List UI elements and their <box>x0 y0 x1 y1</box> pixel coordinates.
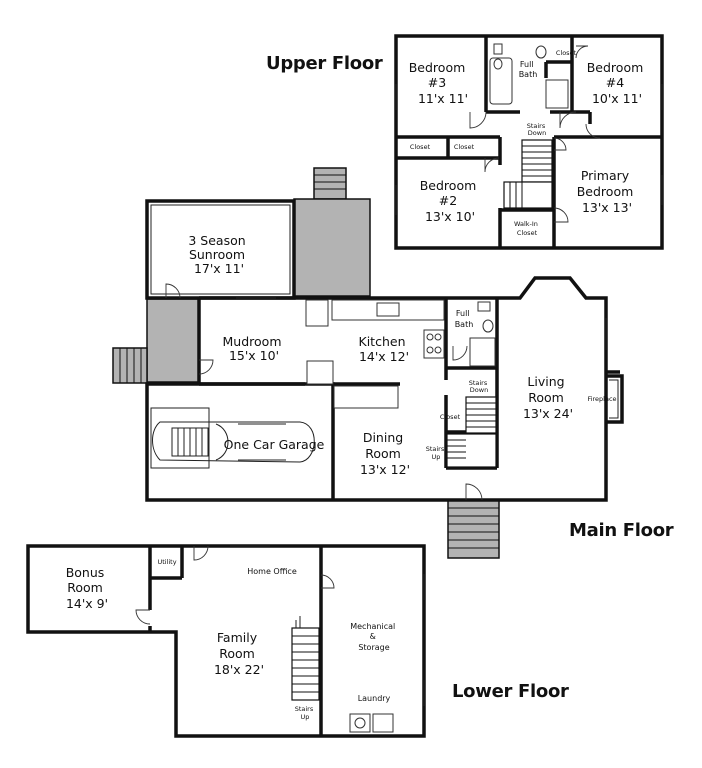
sink <box>482 319 494 333</box>
counter <box>306 360 334 385</box>
burner <box>426 333 434 341</box>
door-swing <box>165 283 181 299</box>
bathtub <box>489 57 513 105</box>
car-windshield <box>215 423 229 461</box>
room-living: Living Room 13'x 24' <box>523 374 573 421</box>
room-utility: Utility <box>157 558 176 566</box>
main-floor: Main Floor 3 Season Sunroom 17'x 11' Mud… <box>112 167 674 559</box>
door-swing <box>559 111 577 129</box>
main-stairs-down-label: Stairs Down <box>469 379 490 394</box>
room-upper-closet-top: Closet <box>556 49 577 57</box>
main-floor-outline <box>145 276 608 502</box>
room-kitchen: Kitchen 14'x 12' <box>359 334 410 364</box>
toilet <box>477 301 491 312</box>
main-stairs-up-label: Stairs Up <box>426 445 447 461</box>
upper-floor-outline <box>394 34 664 250</box>
room-bedroom-3: Bedroom #3 11'x 11' <box>409 60 470 106</box>
room-bedroom-4: Bedroom #4 10'x 11' <box>587 60 648 106</box>
toilet <box>493 43 503 55</box>
room-upper-full-bath: Full Bath <box>519 60 538 79</box>
chimney-top-steps <box>314 174 346 190</box>
lower-stairs-up-label: Stairs Up <box>295 705 316 721</box>
room-primary-bedroom: Primary Bedroom 13'x 13' <box>577 168 638 215</box>
room-dining: Dining Room 13'x 12' <box>360 430 410 477</box>
room-main-full-bath: Full Bath <box>455 309 474 329</box>
room-sunroom: 3 Season Sunroom 17'x 11' <box>188 233 249 276</box>
stairs-rail <box>295 616 301 628</box>
car-icon <box>150 407 315 469</box>
room-upper-closet-left: Closet <box>410 143 431 151</box>
deck-area <box>293 198 371 297</box>
entry-landing <box>146 298 200 383</box>
fireplace <box>606 374 624 424</box>
room-home-office: Home Office <box>247 567 297 576</box>
room-bonus: Bonus Room 14'x 9' <box>66 565 109 611</box>
shower <box>469 337 496 367</box>
main-stairs-treads <box>466 402 496 428</box>
upper-floor: Upper Floor Bedroom #3 11'x 11' Full Bat… <box>266 34 664 250</box>
door-swing <box>452 345 468 361</box>
room-family: Family Room 18'x 22' <box>214 630 264 677</box>
shower <box>545 79 569 109</box>
dryer <box>372 713 394 733</box>
door-swing <box>575 45 589 59</box>
kitchen-island <box>333 385 399 409</box>
sunroom-inner <box>150 204 291 295</box>
fridge <box>305 299 329 327</box>
fireplace-inner <box>609 379 619 419</box>
room-mechanical-storage: Mechanical & Storage <box>350 622 398 652</box>
main-stairs-lower-treads <box>447 439 466 459</box>
sink <box>535 45 547 59</box>
door-swing <box>553 207 569 223</box>
door-swing <box>320 574 335 589</box>
room-mudroom: Mudroom 15'x 10' <box>223 334 286 363</box>
chimney-top <box>313 167 347 200</box>
fireplace-label: Fireplace <box>587 395 616 403</box>
lower-floor-title: Lower Floor <box>452 681 569 702</box>
room-garage: One Car Garage <box>224 437 325 452</box>
door-swing <box>469 111 487 129</box>
washer-drum <box>354 717 366 729</box>
door-swing <box>585 123 601 139</box>
burner <box>426 346 434 354</box>
upper-stairs-landing <box>503 181 553 209</box>
lower-stairs-treads <box>292 635 319 693</box>
upper-stairs-down-label: Stairs Down <box>527 122 548 137</box>
side-steps-treads <box>119 348 142 383</box>
room-main-closet: Closet <box>440 413 461 421</box>
car-body <box>152 421 315 463</box>
car-lines <box>238 423 286 461</box>
lower-stairs <box>291 627 320 701</box>
burner <box>434 346 442 354</box>
kitchen-sink <box>376 302 400 317</box>
upper-stairs <box>521 139 553 183</box>
door-swing <box>135 609 151 625</box>
lower-floor-outline <box>26 544 426 738</box>
room-upper-closet-mid: Closet <box>454 143 475 151</box>
burner <box>434 333 442 341</box>
car-outline-box <box>150 407 210 469</box>
main-stairs-lower <box>446 433 497 468</box>
door-swing <box>553 137 567 151</box>
upper-stairs-treads <box>522 145 552 177</box>
upper-floor-title: Upper Floor <box>266 53 383 74</box>
stove <box>423 329 445 359</box>
door-swing <box>193 545 209 561</box>
room-bedroom-2: Bedroom #2 13'x 10' <box>420 178 481 224</box>
toilet-bowl <box>493 58 503 70</box>
main-floor-title: Main Floor <box>569 520 674 541</box>
door-swing <box>198 359 214 375</box>
room-walk-in-closet: Walk-In Closet <box>514 220 540 237</box>
room-laundry: Laundry <box>358 694 391 703</box>
door-swing <box>484 157 500 173</box>
front-steps-treads <box>448 507 499 549</box>
upper-stairs-treads-lower <box>509 182 523 208</box>
lower-floor: Lower Floor Bonus Room 14'x 9' Utility H… <box>26 544 569 738</box>
front-steps <box>447 499 500 559</box>
side-steps <box>112 347 148 384</box>
door-swing <box>465 483 483 501</box>
